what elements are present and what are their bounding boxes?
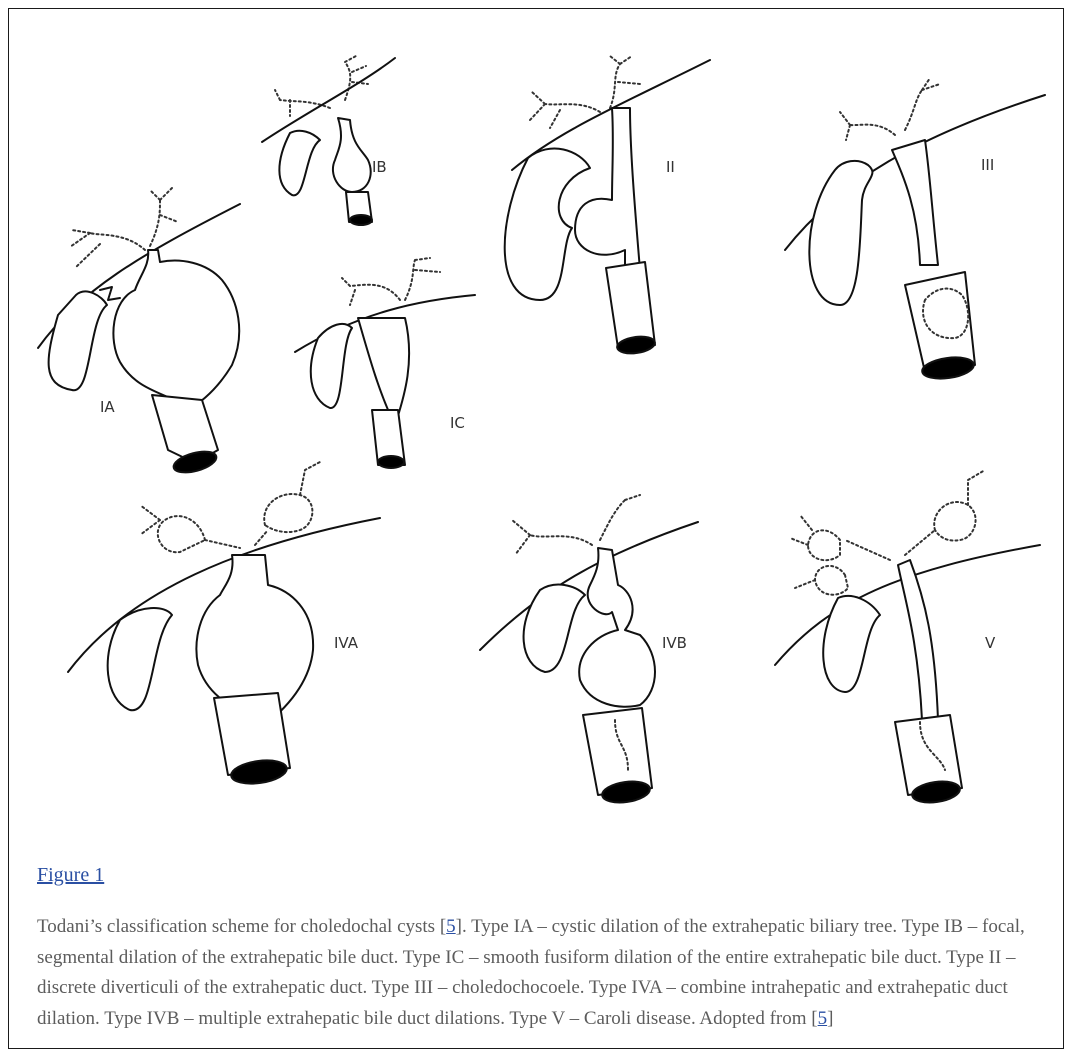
label-ia: IA: [100, 398, 115, 416]
todani-classification-diagram: IA IB IC II: [0, 0, 1072, 850]
type-iva-drawing: IVA: [68, 462, 380, 787]
reference-link-5[interactable]: 5: [446, 916, 456, 937]
label-ic: IC: [450, 414, 465, 432]
reference-link-5-adopted[interactable]: 5: [818, 1008, 828, 1029]
caption-text-3: ]: [827, 1008, 833, 1029]
type-ivb-drawing: IVB: [480, 495, 698, 805]
type-v-drawing: V: [775, 470, 1040, 805]
label-v: V: [985, 634, 996, 652]
figure-caption: Todani’s classification scheme for chole…: [37, 912, 1037, 1034]
type-ia-drawing: IA: [38, 188, 240, 476]
type-ic-drawing: IC: [295, 258, 475, 468]
label-ib: IB: [372, 158, 387, 176]
label-ivb: IVB: [662, 634, 687, 652]
label-ii: II: [666, 158, 675, 176]
caption-text-1: Todani’s classification scheme for chole…: [37, 916, 446, 937]
label-iva: IVA: [334, 634, 359, 652]
label-iii: III: [981, 156, 994, 174]
figure-link[interactable]: Figure 1: [37, 864, 104, 887]
type-ib-drawing: IB: [262, 56, 395, 225]
type-ii-drawing: II: [505, 56, 710, 356]
type-iii-drawing: III: [785, 78, 1045, 382]
